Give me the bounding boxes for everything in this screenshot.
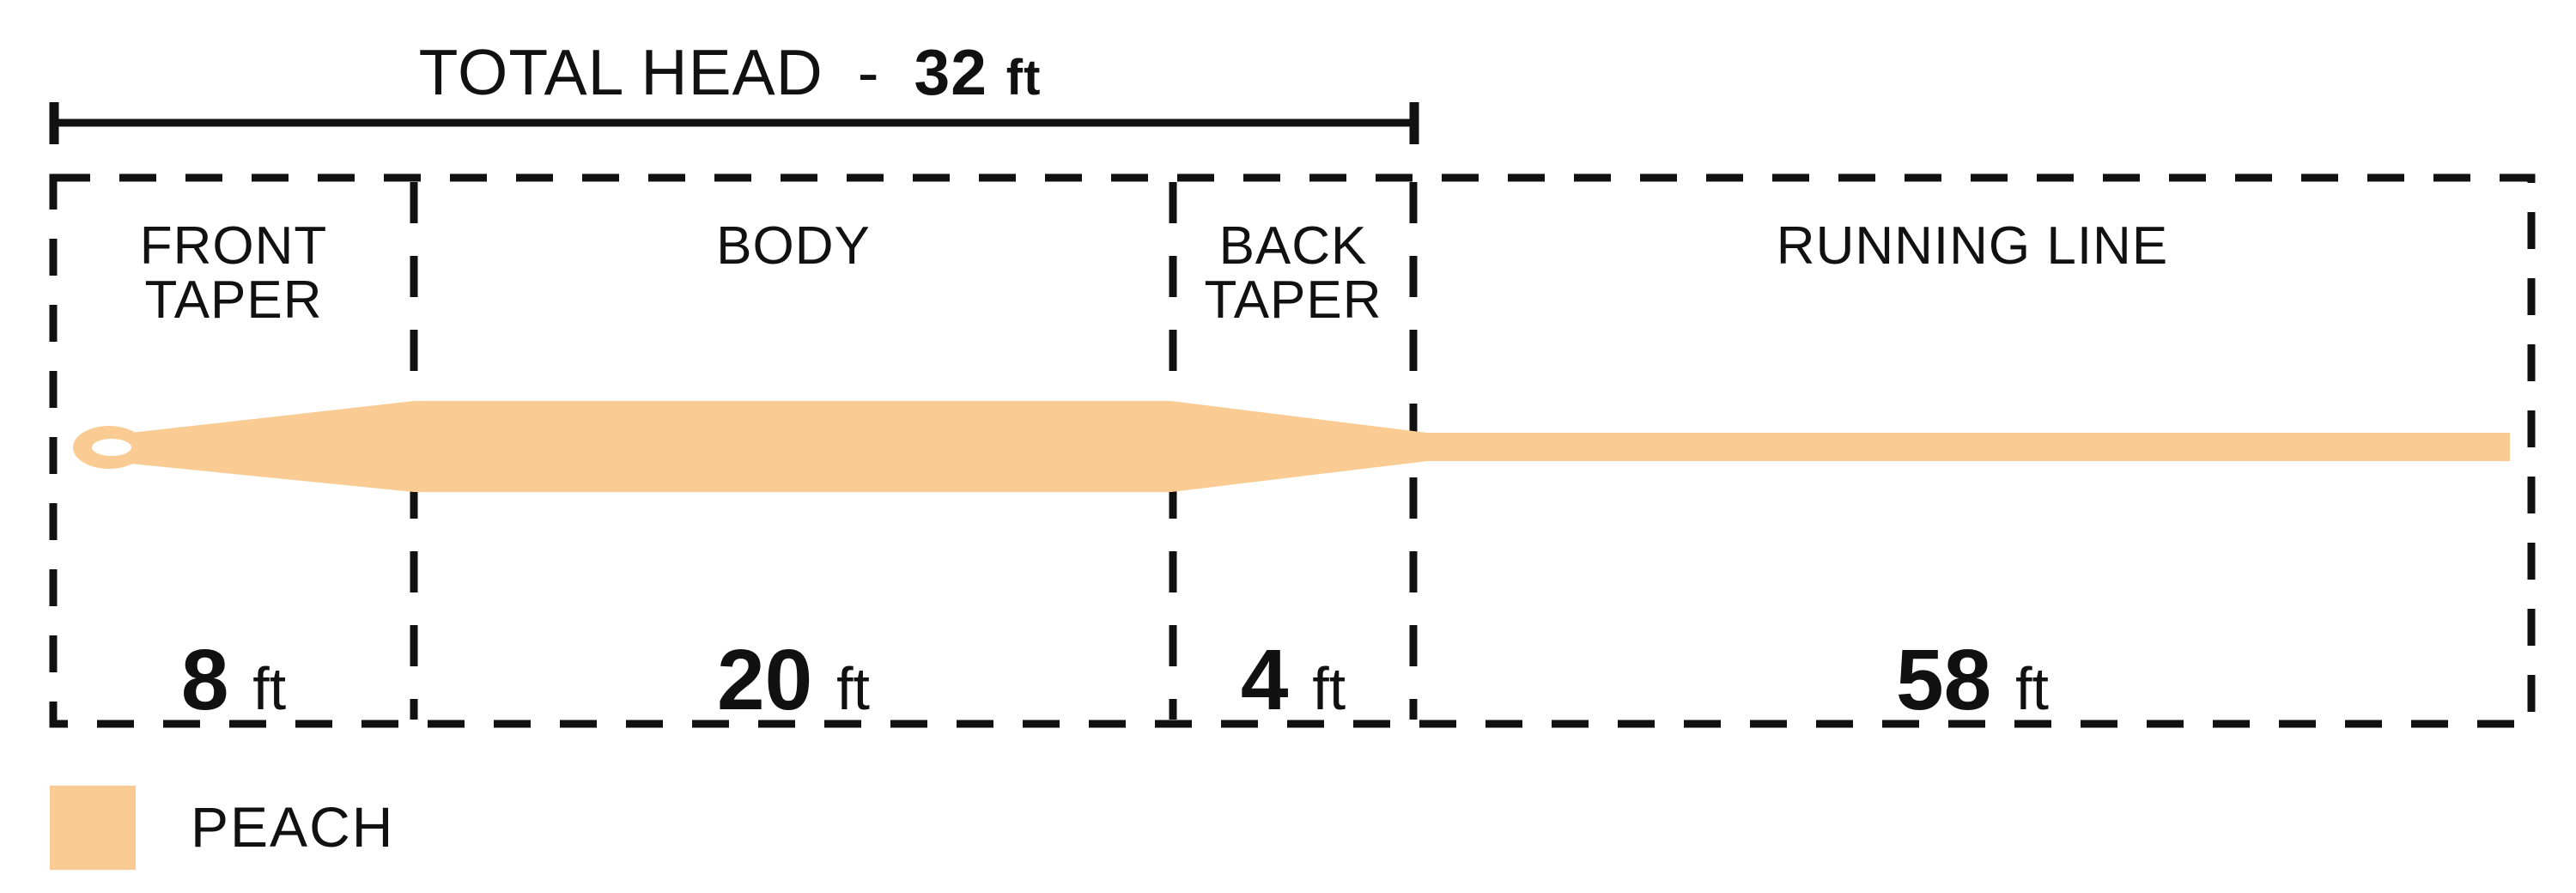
length-back-taper-value: 4 — [1241, 632, 1289, 728]
length-back-taper-unit: ft — [1312, 655, 1346, 722]
label-front-taper-line2: TAPER — [144, 270, 322, 330]
total-head-separator: - — [858, 36, 880, 108]
color-legend: PEACH — [50, 786, 394, 870]
label-back-taper-line1: BACK — [1219, 216, 1368, 276]
section-lengths: 8 ft 20 ft 4 ft 58 ft — [181, 632, 2049, 728]
length-back-taper: 4 ft — [1241, 632, 1346, 728]
diagram-outline-box — [49, 173, 2536, 728]
label-back-taper-line2: TAPER — [1204, 270, 1382, 330]
total-head-unit: ft — [1006, 50, 1042, 106]
section-dividers — [410, 182, 1418, 720]
label-front-taper-line1: FRONT — [140, 216, 328, 276]
total-head-value: 32 — [914, 36, 987, 108]
label-running-line: RUNNING LINE — [1777, 216, 2168, 276]
legend-color-name: PEACH — [191, 795, 394, 859]
length-front-taper: 8 ft — [181, 632, 286, 728]
length-front-taper-value: 8 — [181, 632, 229, 728]
label-body: BODY — [716, 216, 871, 276]
length-running-line-unit: ft — [2015, 655, 2049, 722]
length-running-line: 58 ft — [1896, 632, 2049, 728]
length-body: 20 ft — [717, 632, 870, 728]
length-running-line-value: 58 — [1896, 632, 1991, 728]
section-labels: FRONT TAPER BODY BACK TAPER RUNNING LINE — [140, 216, 2168, 330]
total-head-label: TOTAL HEAD — [419, 36, 823, 108]
length-body-unit: ft — [836, 655, 870, 722]
total-head-bracket: TOTAL HEAD - 32 ft — [49, 36, 1419, 144]
line-profile-shape — [131, 401, 2510, 492]
length-front-taper-unit: ft — [252, 655, 286, 722]
length-body-value: 20 — [717, 632, 812, 728]
total-head-title: TOTAL HEAD - 32 ft — [419, 36, 1042, 108]
fly-line-profile — [73, 401, 2510, 492]
welded-loop-hole — [92, 439, 131, 456]
legend-color-swatch — [50, 786, 136, 870]
